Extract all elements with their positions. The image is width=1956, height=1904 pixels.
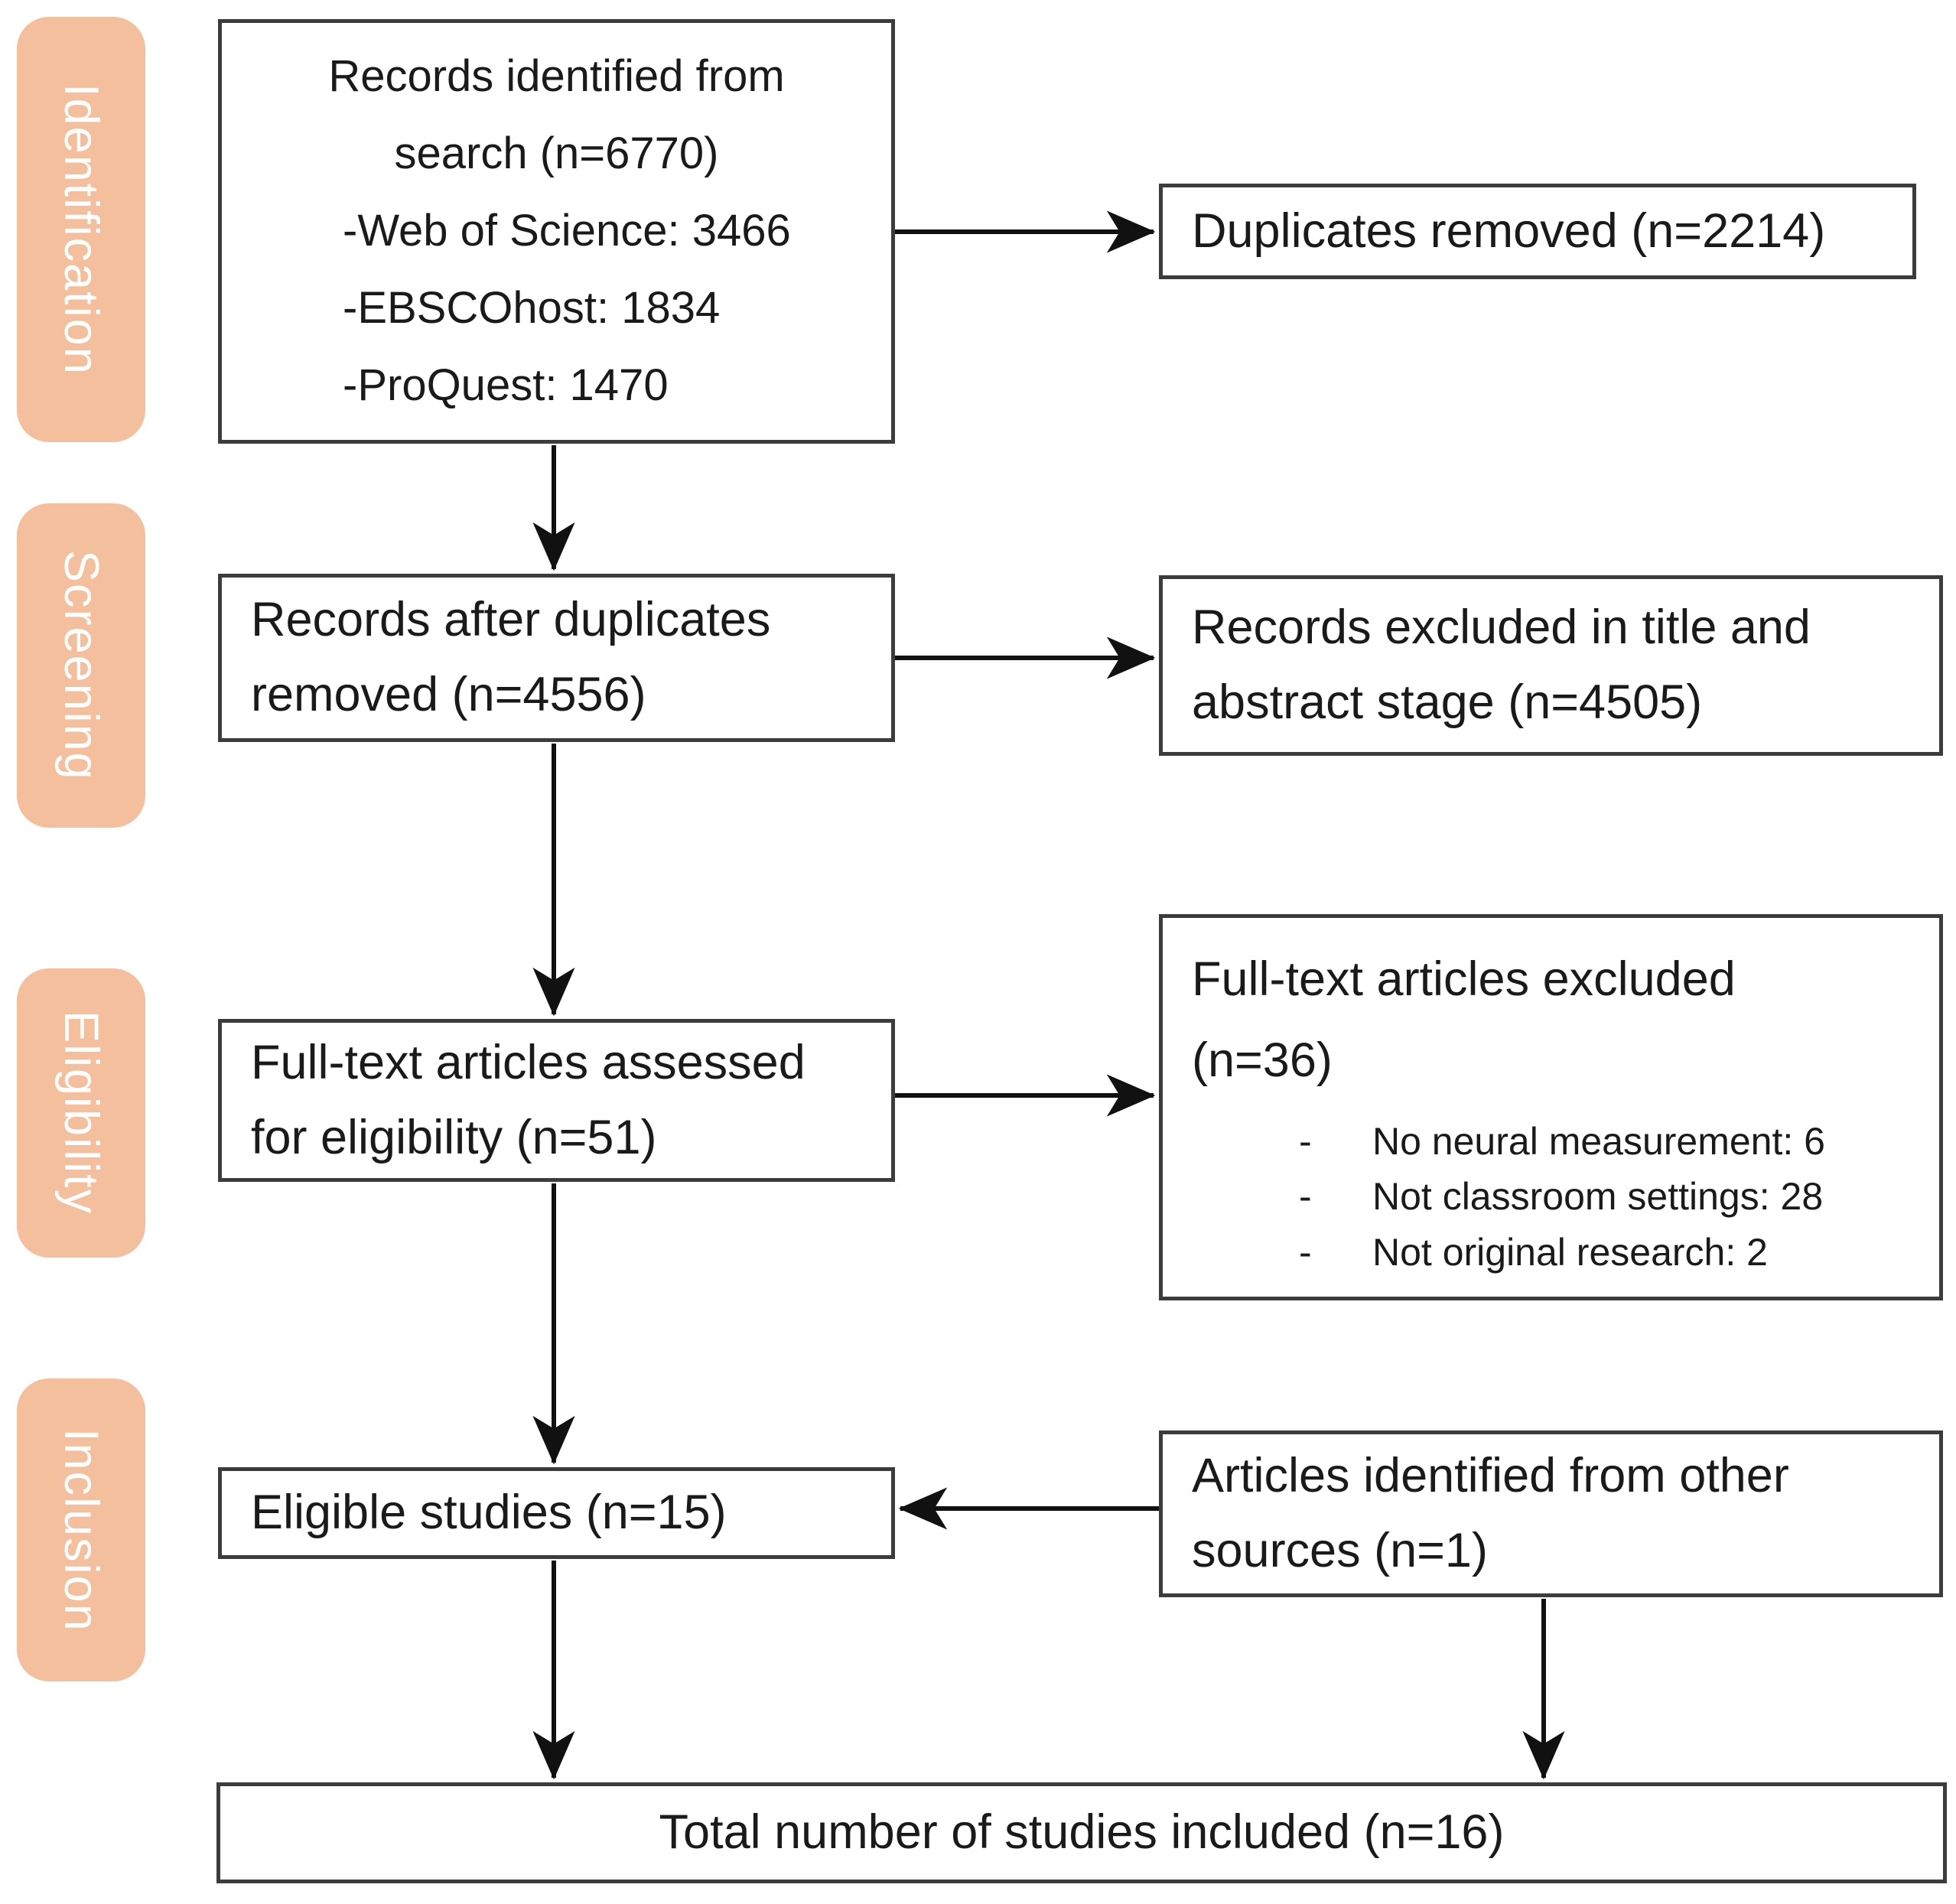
exclusion-reason-text: No neural measurement: 6	[1372, 1119, 1825, 1163]
exclusion-reason-list: - No neural measurement: 6 - Not classro…	[1163, 1114, 1939, 1281]
box-text-line: Records identified from	[328, 51, 785, 102]
box-text-line: Eligible studies (n=15)	[251, 1486, 727, 1540]
box-text-line: for eligibility (n=51)	[251, 1110, 657, 1164]
stage-label-eligibility: Eligibility	[17, 968, 145, 1258]
source-count-line: -EBSCOhost: 1834	[343, 282, 721, 333]
box-duplicates-removed: Duplicates removed (n=2214)	[1159, 184, 1916, 279]
bullet-dash: -	[1299, 1175, 1312, 1219]
box-text-line: (n=36)	[1192, 1033, 1333, 1087]
source-count-line: -Web of Science: 3466	[343, 206, 791, 256]
box-fulltext-excluded: Full-text articles excluded (n=36) - No …	[1159, 914, 1943, 1300]
box-text-line: removed (n=4556)	[251, 668, 646, 721]
stage-label-text: Inclusion	[54, 1427, 108, 1632]
box-other-sources: Articles identified from other sources (…	[1159, 1430, 1943, 1597]
box-eligible-studies: Eligible studies (n=15)	[218, 1467, 895, 1559]
stage-label-identification: Identification	[17, 17, 145, 442]
box-text-line: Full-text articles excluded	[1192, 952, 1736, 1006]
box-text-line: search (n=6770)	[394, 129, 719, 179]
stage-label-text: Screening	[54, 550, 108, 781]
stage-label-text: Identification	[54, 83, 108, 376]
exclusion-reason-item: - No neural measurement: 6	[1163, 1114, 1939, 1170]
box-text-line: Full-text articles assessed	[251, 1035, 806, 1089]
box-text-line: Articles identified from other	[1192, 1449, 1789, 1503]
box-fulltext-assessed: Full-text articles assessed for eligibil…	[218, 1019, 895, 1182]
source-count-line: -ProQuest: 1470	[343, 360, 669, 410]
bullet-dash: -	[1299, 1119, 1312, 1163]
box-text-line: Total number of studies included (n=16)	[659, 1805, 1505, 1860]
exclusion-reason-text: Not classroom settings: 28	[1372, 1175, 1824, 1219]
box-records-after-duplicates: Records after duplicates removed (n=4556…	[218, 574, 895, 742]
box-text-line: Records after duplicates	[251, 593, 771, 647]
stage-label-screening: Screening	[17, 503, 145, 828]
exclusion-reason-item: - Not classroom settings: 28	[1163, 1169, 1939, 1225]
box-text-line: sources (n=1)	[1192, 1524, 1488, 1577]
box-records-identified: Records identified from search (n=6770) …	[218, 19, 895, 444]
exclusion-reason-item: - Not original research: 2	[1163, 1225, 1939, 1281]
exclusion-reason-text: Not original research: 2	[1372, 1230, 1768, 1274]
box-records-excluded: Records excluded in title and abstract s…	[1159, 575, 1943, 756]
box-total-included: Total number of studies included (n=16)	[216, 1782, 1947, 1883]
box-text-line: abstract stage (n=4505)	[1192, 675, 1703, 729]
bullet-dash: -	[1299, 1230, 1312, 1274]
stage-label-text: Eligibility	[54, 1011, 108, 1216]
box-text-line: Records excluded in title and	[1192, 600, 1811, 655]
stage-label-inclusion: Inclusion	[17, 1378, 145, 1681]
box-text-line: Duplicates removed (n=2214)	[1192, 203, 1826, 258]
